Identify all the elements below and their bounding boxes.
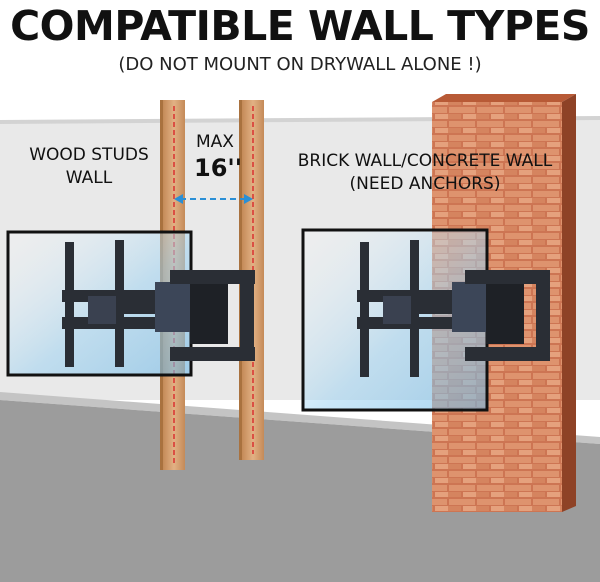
brick-wall-label-line2: (NEED ANCHORS)	[349, 173, 501, 194]
stud-spacing-arrow	[174, 194, 253, 204]
drywall-warning: (DO NOT MOUNT ON DRYWALL ALONE !)	[118, 54, 482, 75]
wood-studs-label: WOOD STUDS WALL	[14, 144, 164, 190]
page-title: COMPATIBLE WALL TYPES	[10, 2, 590, 50]
mount-left	[62, 240, 255, 367]
wood-studs-label-line2: WALL	[65, 167, 113, 188]
brick-wall-label: BRICK WALL/CONCRETE WALL (NEED ANCHORS)	[288, 150, 562, 196]
brick-wall-label-line1: BRICK WALL/CONCRETE WALL	[297, 151, 553, 171]
mount-right	[357, 240, 550, 377]
max-spacing-word: MAX	[196, 132, 234, 152]
wall-scene: WOOD STUDS WALL MAX 16'' BRICK WALL/CONC…	[0, 92, 600, 582]
wood-studs-label-line1: WOOD STUDS	[29, 145, 149, 165]
max-spacing-value: 16''	[194, 154, 243, 182]
scene-illustration	[0, 94, 600, 582]
